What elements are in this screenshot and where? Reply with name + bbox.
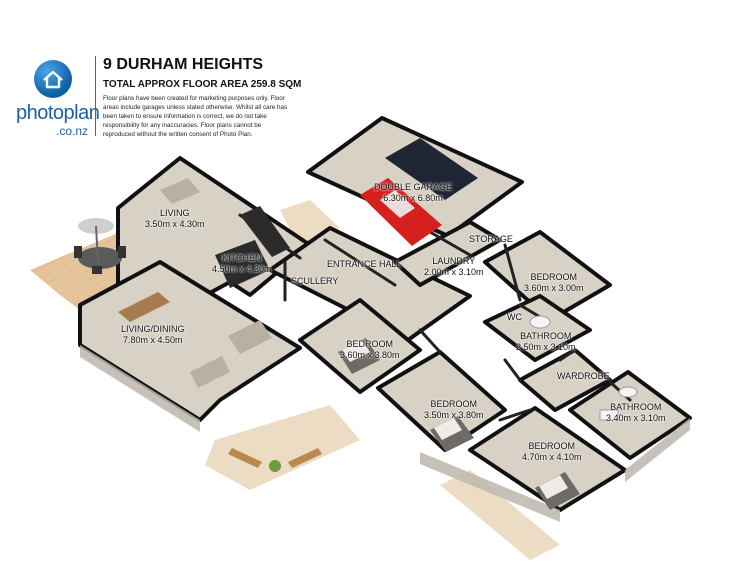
kitchen-bench [240, 206, 290, 257]
outdoor-paving-bottom [205, 405, 360, 490]
floor-area: TOTAL APPROX FLOOR AREA 259.8 SQM [103, 79, 302, 90]
room-label-entrance-hall: ENTRANCE HALL [327, 259, 402, 269]
disclaimer: Floor plans have been created for market… [103, 95, 288, 138]
floor-slab [78, 116, 692, 512]
car-dark [385, 138, 478, 200]
kitchen-island [215, 240, 270, 288]
wardrobe-floor [518, 348, 612, 412]
bathroom-fixtures [529, 315, 638, 421]
outdoor-dining-set [74, 218, 126, 274]
outdoor-benches [228, 448, 322, 472]
brand-name: photoplan [16, 102, 100, 124]
photoplan-logo: photoplan .co.nz [16, 58, 100, 138]
outdoor-deck-right [440, 470, 560, 560]
room-label-storage: STORAGE [469, 234, 513, 244]
bed-linen [342, 340, 568, 499]
house-icon [34, 60, 72, 98]
header-divider [95, 56, 96, 136]
laundry-floor [393, 220, 502, 287]
room-label-scullery: SCULLERY [291, 276, 339, 286]
property-title: 9 DURHAM HEIGHTS [103, 56, 264, 73]
living-sofas [160, 178, 272, 388]
header: 9 DURHAM HEIGHTS TOTAL APPROX FLOOR AREA… [103, 56, 303, 139]
bedroom-2-floor [376, 350, 507, 452]
living-dining-floor [78, 260, 302, 422]
brand-domain: .co.nz [56, 124, 89, 138]
garage-cars [360, 138, 478, 246]
exterior-wall-faces [80, 345, 690, 522]
dining-table [118, 292, 170, 322]
room-label-wardrobe: WARDROBE [557, 371, 610, 381]
room-label-wc: WC [507, 312, 522, 322]
